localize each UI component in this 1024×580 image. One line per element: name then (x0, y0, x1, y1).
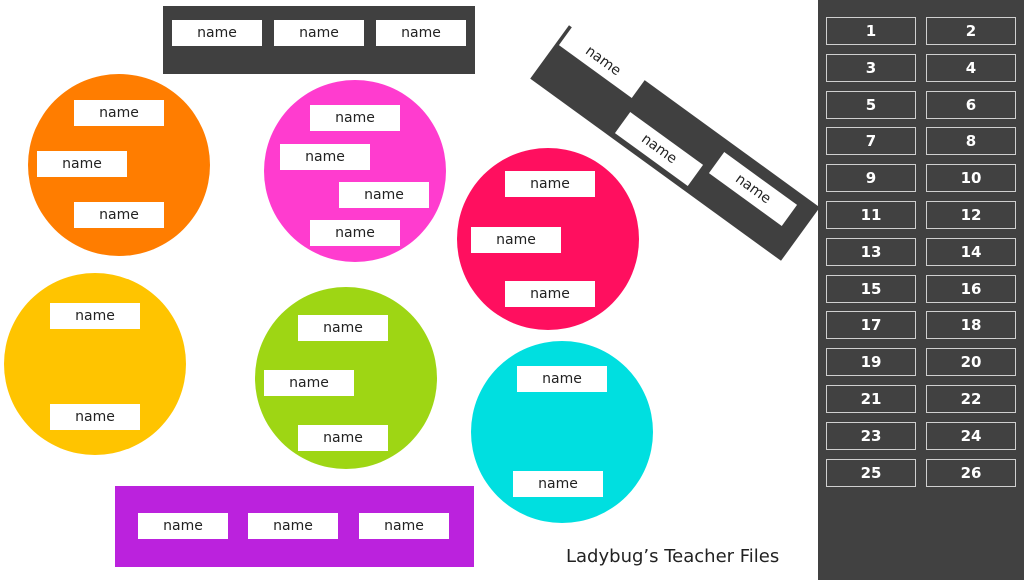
number-tile[interactable]: 21 (826, 385, 916, 413)
number-tile[interactable]: 7 (826, 127, 916, 156)
name-card[interactable]: name (298, 425, 388, 451)
number-tile[interactable]: 16 (926, 274, 1016, 303)
number-tile[interactable]: 18 (926, 311, 1016, 340)
name-card[interactable]: name (37, 151, 127, 177)
number-tile[interactable]: 12 (926, 201, 1016, 229)
number-tile[interactable]: 15 (826, 274, 916, 303)
number-tile[interactable]: 17 (826, 311, 916, 340)
name-card[interactable]: name (339, 182, 429, 208)
name-card[interactable]: name (298, 315, 388, 341)
number-tile[interactable]: 5 (826, 90, 916, 119)
number-tile[interactable]: 19 (826, 348, 916, 377)
name-card[interactable]: name (50, 404, 140, 430)
number-tile[interactable]: 24 (926, 421, 1016, 450)
number-tile[interactable]: 9 (826, 164, 916, 193)
number-panel (818, 0, 1024, 580)
name-card[interactable]: name (74, 202, 164, 228)
name-card[interactable]: name (274, 20, 364, 46)
number-tile[interactable]: 11 (826, 201, 916, 229)
name-card[interactable]: name (74, 100, 164, 126)
name-card[interactable]: name (505, 171, 595, 197)
name-card[interactable]: name (376, 20, 466, 46)
name-card[interactable]: name (517, 366, 607, 392)
number-tile[interactable]: 1 (826, 17, 916, 45)
number-tile[interactable]: 22 (926, 385, 1016, 413)
name-card[interactable]: name (50, 303, 140, 329)
name-card[interactable]: name (172, 20, 262, 46)
number-tile[interactable]: 4 (926, 53, 1016, 82)
name-card[interactable]: name (505, 281, 595, 307)
number-tile[interactable]: 25 (826, 458, 916, 487)
name-card[interactable]: name (138, 513, 228, 539)
name-card[interactable]: name (280, 144, 370, 170)
name-card[interactable]: name (310, 105, 400, 131)
name-card[interactable]: name (513, 471, 603, 497)
name-card[interactable]: name (359, 513, 449, 539)
name-card[interactable]: name (264, 370, 354, 396)
number-tile[interactable]: 14 (926, 237, 1016, 266)
number-tile[interactable]: 10 (926, 164, 1016, 193)
number-tile[interactable]: 13 (826, 237, 916, 266)
number-tile[interactable]: 2 (926, 17, 1016, 45)
brand-text: Ladybug’s Teacher Files (566, 546, 780, 567)
number-tile[interactable]: 20 (926, 348, 1016, 377)
name-card[interactable]: name (310, 220, 400, 246)
number-tile[interactable]: 8 (926, 127, 1016, 156)
name-card[interactable]: name (248, 513, 338, 539)
number-tile[interactable]: 26 (926, 458, 1016, 487)
number-tile[interactable]: 23 (826, 421, 916, 450)
name-card[interactable]: name (471, 227, 561, 253)
number-tile[interactable]: 3 (826, 53, 916, 82)
number-tile[interactable]: 6 (926, 90, 1016, 119)
